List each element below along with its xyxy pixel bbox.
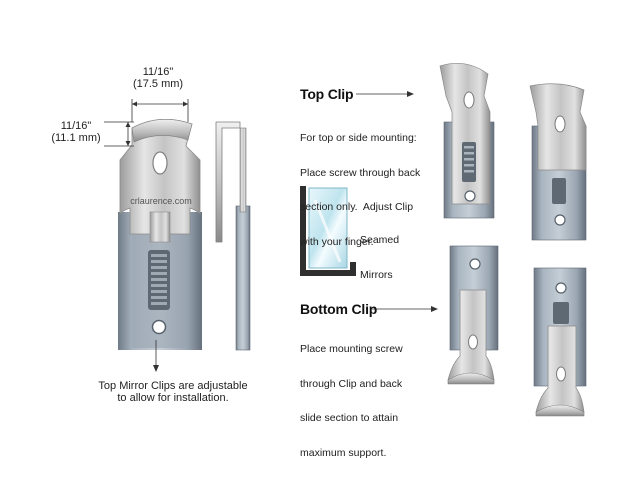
bottom-clip-title: Bottom Clip [300, 301, 378, 317]
clip-imprint: crlaurence.com [130, 196, 192, 206]
bottom-clip-line2: through Clip and back [300, 377, 403, 390]
top-clip-photo-1 [439, 63, 495, 219]
bottom-clip-pointer [372, 306, 438, 312]
seamed-mirror-channel [300, 186, 356, 276]
dimension-height-inch: 11/16" [60, 120, 92, 132]
main-caption: Top Mirror Clips are adjustable to allow… [78, 380, 268, 404]
bottom-clip-photo-2 [533, 267, 587, 417]
bottom-clip-photo-1 [447, 245, 499, 385]
main-caption-line1: Top Mirror Clips are adjustable [98, 380, 248, 392]
bottom-clip-line3: slide section to attain [300, 412, 399, 424]
top-clip-description: For top or side mounting: Place screw th… [300, 110, 420, 260]
seamed-line1: Seamed [360, 234, 400, 246]
dimension-width-label: 11/16" (17.5 mm) [118, 66, 198, 90]
top-clip-line1: For top or side mounting: [300, 132, 417, 144]
top-clip-line3: section only. Adjust Clip [300, 201, 414, 213]
seamed-mirrors-label: Seamed Mirrors [360, 212, 399, 293]
bottom-clip-line4: maximum support. [300, 446, 387, 459]
top-clip-line4: with your finger. [300, 235, 374, 248]
main-clip-down-arrow [153, 340, 159, 372]
main-clip-lip [131, 119, 193, 143]
dimension-height-label: 11/16" (11.1 mm) [40, 120, 112, 144]
dimension-width-inch: 11/16" [142, 66, 174, 78]
bottom-clip-description: Place mounting screw through Clip and ba… [300, 321, 403, 471]
bottom-clip-line1: Place mounting screw [300, 343, 403, 355]
main-clip-screw-hole [151, 319, 167, 335]
top-clip-photo-2 [529, 83, 587, 241]
main-clip-oval-slot [152, 151, 168, 175]
top-clip-title: Top Clip [300, 86, 354, 102]
seamed-line2: Mirrors [360, 268, 393, 281]
top-clip-line2: Place screw through back [300, 166, 421, 179]
main-clip-front [118, 119, 202, 350]
main-clip-side-profile [215, 121, 251, 351]
main-caption-line2: to allow for installation. [117, 392, 229, 404]
dimension-width-mm: (17.5 mm) [132, 78, 184, 90]
top-clip-pointer [356, 91, 414, 97]
dimension-height-mm: (11.1 mm) [51, 132, 101, 144]
main-clip-tab [149, 211, 171, 243]
